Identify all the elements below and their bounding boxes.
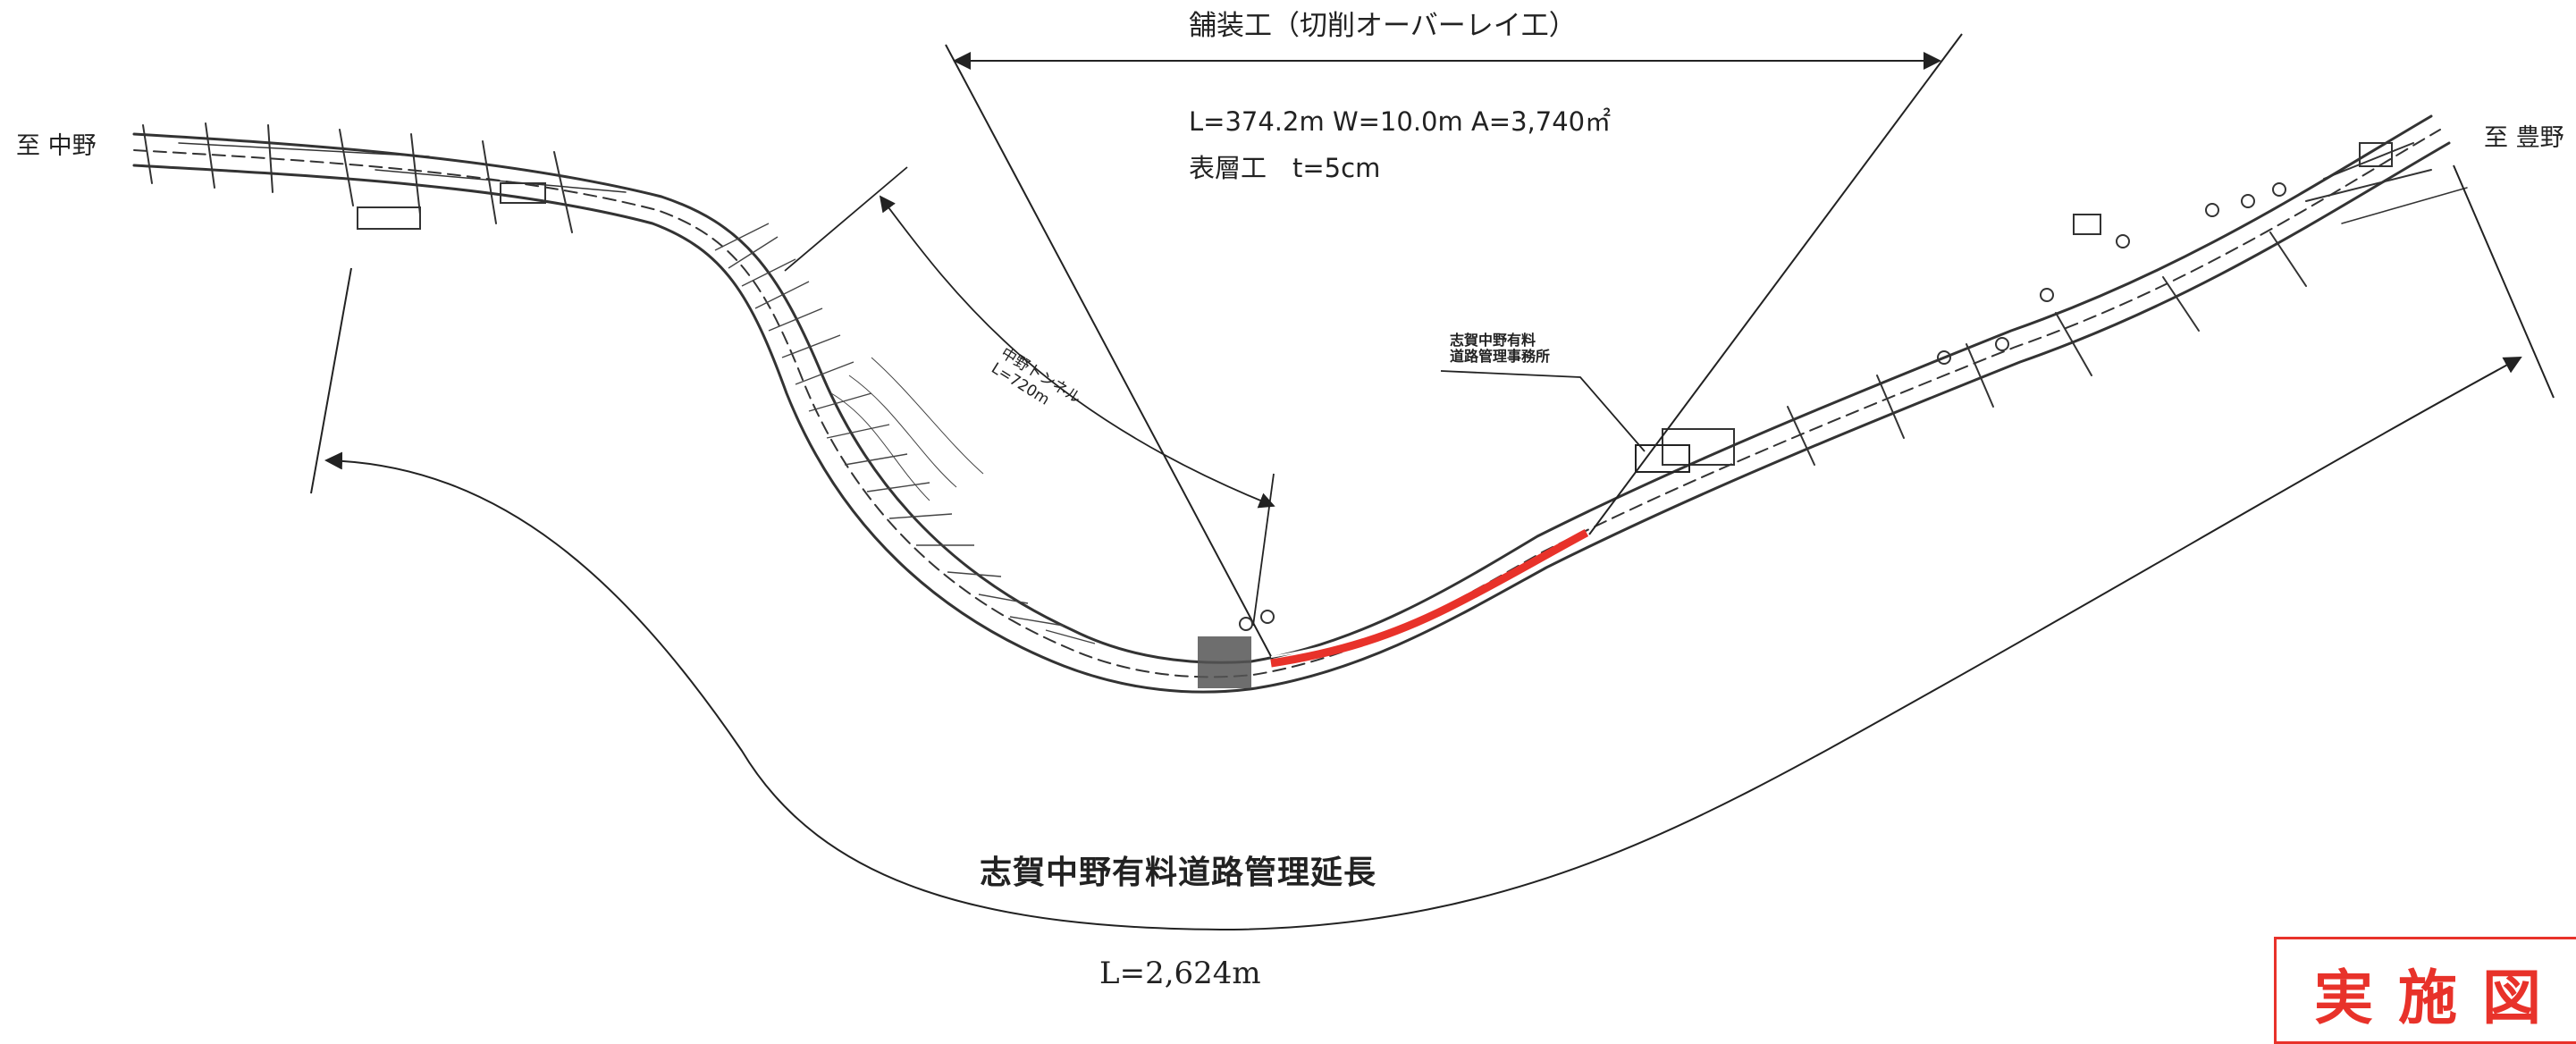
route-extent-dimension	[310, 164, 2555, 931]
tunnel-extent-arc	[879, 195, 1275, 509]
route-extent-title: 志賀中野有料道路管理延長	[980, 854, 1377, 891]
destination-label-nakano: 至 中野	[16, 132, 97, 160]
office-label-line1: 志賀中野有料	[1450, 332, 1536, 349]
destination-label-toyono: 至 豊野	[2484, 124, 2564, 152]
paving-surface-layer: 表層工 t=5cm	[1189, 153, 1381, 183]
route-extent-witness-left	[310, 267, 352, 494]
route-extent-arc	[324, 357, 2522, 931]
tunnel-extent-witness-right	[1252, 473, 1275, 627]
overlay-work-section	[1270, 525, 1589, 668]
paving-work-dimensions: L=374.2m W=10.0m A=3,740㎡	[1189, 106, 1612, 137]
route-extent-witness-right	[2453, 164, 2555, 399]
paving-works-extent	[945, 33, 1963, 662]
tunnel-extent-dimension	[784, 166, 1275, 627]
road-corridor	[132, 114, 2468, 694]
tunnel-extent-witness-left	[784, 166, 908, 272]
route-extent-length: L=2,624m	[1099, 956, 1261, 991]
stamp-text: 実施図	[2314, 964, 2566, 1032]
office-label-line2: 道路管理事務所	[1450, 348, 1551, 366]
road-edge-south	[132, 141, 2451, 694]
map-symbols	[1239, 182, 2286, 631]
implementation-drawing-stamp: 実施図	[2274, 937, 2576, 1044]
road-centerline	[133, 129, 2441, 678]
management-office-label: 志賀中野有料 道路管理事務所	[1450, 332, 1551, 366]
office-leader	[1440, 370, 1690, 473]
paving-leader-left	[945, 44, 1275, 662]
tunnel-hillside-hatching	[714, 223, 1251, 688]
road-plan-drawing	[132, 33, 2555, 931]
paving-leader-right	[1588, 33, 1963, 535]
road-edge-north	[132, 114, 2433, 664]
paving-work-title: 舗装工（切削オーバーレイ工）	[1189, 10, 1577, 42]
